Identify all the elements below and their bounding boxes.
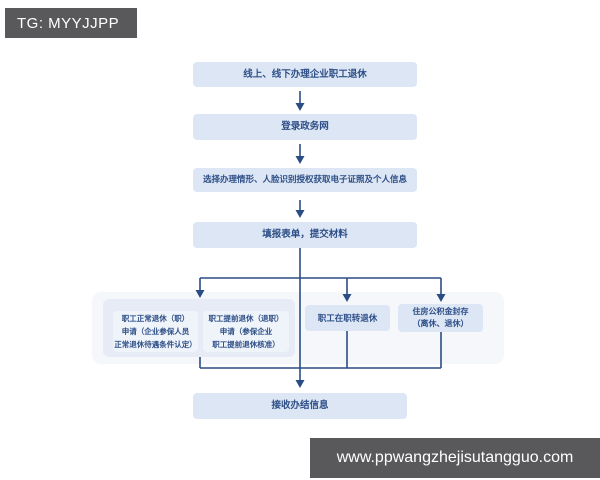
branch-text-line: 申请（企业参保人员 xyxy=(121,327,190,336)
branch-text-line: 职工提前退休核准） xyxy=(212,340,280,349)
branch-text-line: 住房公积金封存 xyxy=(412,307,469,316)
flow-step-receive-completion-info: 接收办结信息 xyxy=(193,393,407,419)
branch-text-line: （离休、退休） xyxy=(412,319,469,328)
branch-in-service-to-retired: 职工在职转退休 xyxy=(305,305,390,331)
flow-step-fill-form-submit: 填报表单，提交材料 xyxy=(193,222,417,248)
branch-text-line: 职工提前退休（退职） xyxy=(208,314,284,323)
flow-step-login-government-site: 登录政务网 xyxy=(193,114,417,140)
website-watermark-badge: www.ppwangzhejisutangguo.com xyxy=(310,438,600,478)
arrowhead-final xyxy=(295,380,305,388)
branch-text-line: 申请（参保企业 xyxy=(219,327,273,336)
branch-early-retirement-application: 职工提前退休（退职） 申请（参保企业 职工提前退休核准） xyxy=(203,311,289,352)
telegram-watermark-badge: TG: MYYJJPP xyxy=(5,8,137,38)
branch-text-line: 职工正常退休（职） xyxy=(121,314,190,323)
arrowhead-step2 xyxy=(295,103,305,111)
arrowhead-step3 xyxy=(295,156,305,164)
branch-normal-retirement-application: 职工正常退休（职） 申请（企业参保人员 正常退休待遇条件认定） xyxy=(113,311,198,352)
branch-housing-fund-sealing: 住房公积金封存 （离休、退休） xyxy=(398,304,483,332)
arrowhead-step4 xyxy=(295,210,305,218)
branch-text-line: 正常退休待遇条件认定） xyxy=(114,340,197,349)
branch-text-line: 职工在职转退休 xyxy=(317,314,378,324)
flow-step-select-scenario-face-auth: 选择办理情形、人脸识别授权获取电子证照及个人信息 xyxy=(193,168,417,192)
flow-step-online-offline-retirement: 线上、线下办理企业职工退休 xyxy=(193,62,417,87)
